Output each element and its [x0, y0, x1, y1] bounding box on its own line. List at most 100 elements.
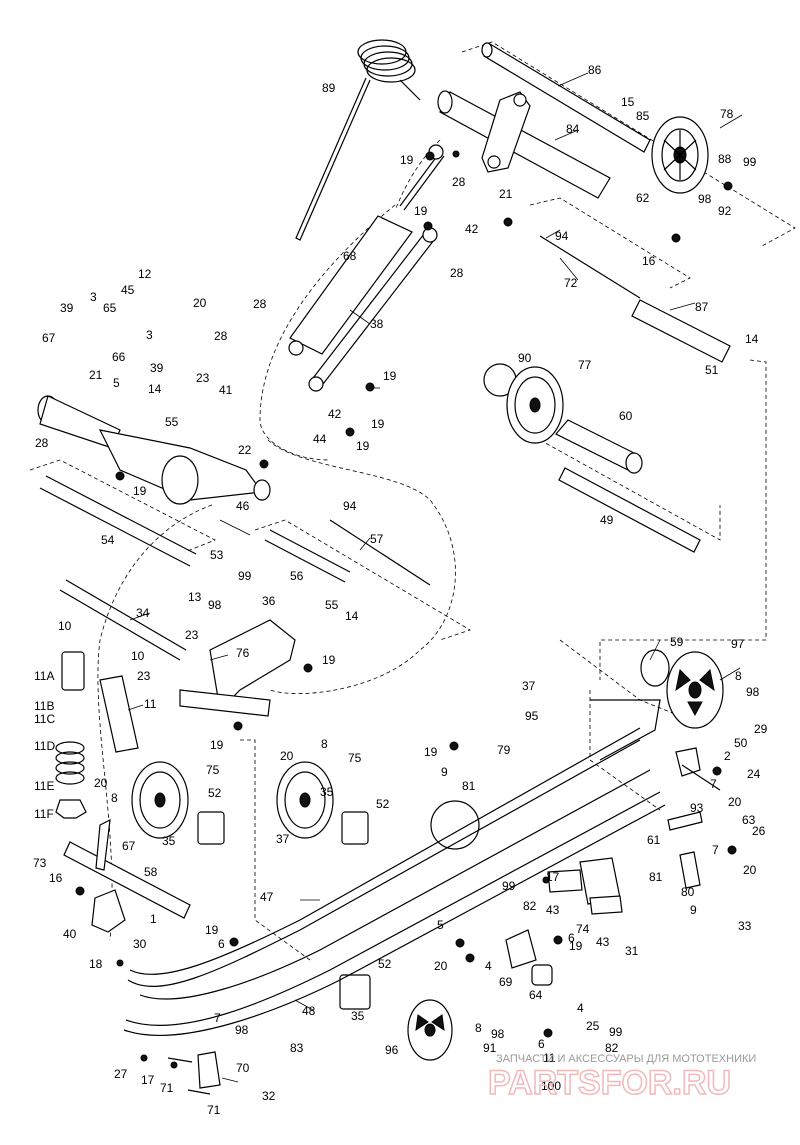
callout-14: 14: [345, 609, 359, 623]
callout-20: 20: [743, 863, 757, 877]
callout-46: 46: [236, 499, 250, 513]
rails-47-48: [123, 699, 666, 1036]
callout-4: 4: [485, 959, 492, 973]
callout-16: 16: [642, 254, 656, 268]
callout-16: 16: [49, 871, 63, 885]
callout-20: 20: [280, 749, 294, 763]
callout-83: 83: [290, 1041, 304, 1055]
callout-67: 67: [42, 331, 56, 345]
callout-3: 3: [146, 328, 153, 342]
callout-19: 19: [414, 204, 428, 218]
callout-98: 98: [698, 192, 712, 206]
callout-5: 5: [437, 918, 444, 932]
shaft-87: [631, 299, 731, 363]
callout-94: 94: [555, 229, 569, 243]
rod-38: [308, 227, 438, 392]
callout-88: 88: [718, 152, 732, 166]
callout-11F: 11F: [34, 807, 54, 821]
callout-79: 79: [497, 743, 511, 757]
callout-66: 66: [112, 350, 126, 364]
callout-19: 19: [205, 923, 219, 937]
callout-75: 75: [348, 751, 362, 765]
callout-28: 28: [452, 175, 466, 189]
upper-tube-84: [437, 90, 611, 199]
callout-68: 68: [343, 249, 357, 263]
callout-19: 19: [210, 738, 224, 752]
callout-4: 4: [577, 1001, 584, 1015]
callout-33: 33: [738, 919, 752, 933]
shock-11: [55, 651, 139, 819]
callout-28: 28: [450, 266, 464, 280]
shaft-56-b: [269, 529, 351, 573]
callout-19: 19: [133, 484, 147, 498]
callout-75: 75: [206, 763, 220, 777]
callout-94: 94: [343, 499, 357, 513]
callout-26: 26: [752, 824, 766, 838]
callout-1: 1: [150, 912, 157, 926]
callout-37: 37: [276, 832, 290, 846]
callout-76: 76: [236, 646, 250, 660]
callout-3: 3: [90, 290, 97, 304]
callout-99: 99: [743, 155, 757, 169]
callout-45: 45: [121, 283, 135, 297]
front-arm-46: [37, 395, 271, 505]
callout-99: 99: [238, 569, 252, 583]
callout-11D: 11D: [34, 739, 55, 753]
callout-42: 42: [328, 407, 342, 421]
callout-11: 11: [543, 1051, 556, 1065]
callout-53: 53: [210, 548, 224, 562]
callout-96: 96: [385, 1043, 399, 1057]
shaft-49: [558, 467, 701, 553]
callout-11B: 11B: [34, 699, 54, 713]
callout-12: 12: [138, 267, 152, 281]
callout-38: 38: [370, 317, 384, 331]
callout-89: 89: [322, 81, 336, 95]
callout-25: 25: [586, 1019, 600, 1033]
callout-2: 2: [724, 749, 731, 763]
callout-22: 22: [238, 443, 252, 457]
callout-41: 41: [219, 383, 233, 397]
callout-57: 57: [370, 532, 384, 546]
callout-52: 52: [208, 786, 222, 800]
callout-20: 20: [193, 296, 207, 310]
long-bolt-72: [539, 235, 641, 299]
callout-21: 21: [89, 368, 103, 382]
callout-9: 9: [690, 903, 697, 917]
callout-52: 52: [376, 797, 390, 811]
callout-28: 28: [214, 329, 228, 343]
callout-21: 21: [499, 187, 513, 201]
callout-17: 17: [141, 1073, 155, 1087]
rear-arm-76: [179, 619, 296, 717]
callout-5: 5: [113, 376, 120, 390]
callout-87: 87: [695, 300, 709, 314]
watermark-logo: PARTSFOR.RU: [488, 1064, 731, 1102]
callout-11E: 11E: [34, 779, 54, 793]
callout-14: 14: [148, 382, 162, 396]
callout-36: 36: [262, 594, 276, 608]
callout-43: 43: [546, 903, 560, 917]
callout-61: 61: [647, 833, 661, 847]
callout-23: 23: [137, 669, 151, 683]
callout-91: 91: [483, 1041, 497, 1055]
callout-44: 44: [313, 432, 327, 446]
callout-98: 98: [235, 1023, 249, 1037]
callout-74: 74: [576, 922, 590, 936]
bracket-70: [167, 1051, 221, 1095]
links-61-80: [667, 747, 721, 889]
callout-28: 28: [35, 436, 49, 450]
callout-51: 51: [705, 363, 719, 377]
callout-82: 82: [605, 1041, 619, 1055]
slider-block-52c: [339, 974, 371, 1010]
callout-48: 48: [302, 1004, 316, 1018]
callout-24: 24: [747, 767, 761, 781]
wheel-75-left: [131, 761, 189, 839]
callout-100: 100: [541, 1079, 561, 1093]
callout-71: 71: [160, 1081, 174, 1095]
callout-19: 19: [356, 439, 370, 453]
callout-6: 6: [538, 1037, 545, 1051]
shaft-54: [39, 487, 191, 567]
watermark-caption: ЗАПЧАСТИ И АКСЕССУАРЫ ДЛЯ МОТОТЕХНИКИ: [496, 1053, 756, 1065]
callout-19: 19: [371, 417, 385, 431]
bracket-40: [91, 889, 126, 933]
